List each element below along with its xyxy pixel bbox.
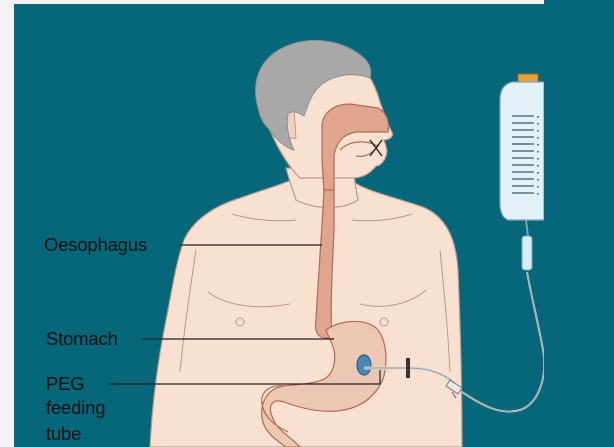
peg-label-line-1: PEG [46,373,84,394]
drip-chamber [522,236,532,270]
peg-external-bolster [406,358,410,378]
feeding-bag-cap [518,74,538,82]
panel-right-edge [544,0,614,447]
peg-label-line-3: tube [46,423,81,444]
stomach-label: Stomach [46,328,118,349]
peg-retention-disc [357,355,371,375]
peg-label-line-2: feeding [46,397,105,418]
oesophagus-label: Oesophagus [44,234,147,255]
